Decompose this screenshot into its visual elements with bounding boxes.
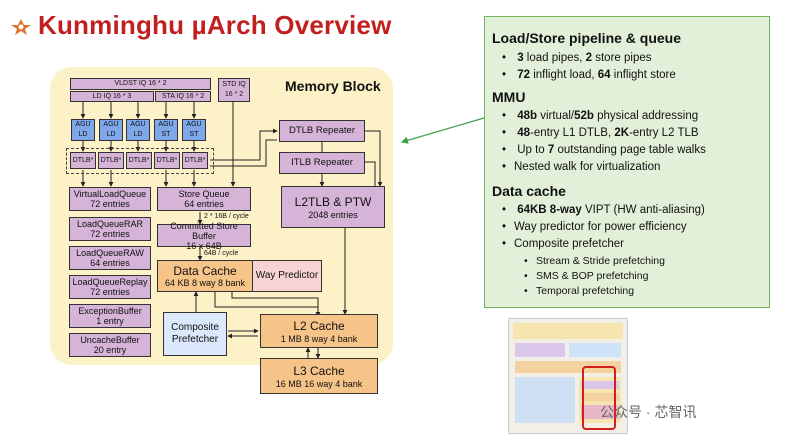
store-queue-bandwidth: 2 * 16B / cycle — [204, 213, 249, 220]
load-queue-raw: LoadQueueRAW 64 entries — [69, 246, 151, 270]
sta-iq: STA IQ 16 * 2 — [155, 91, 211, 102]
l3-cache-desc: 16 MB 16 way 4 bank — [275, 378, 363, 389]
itlb-repeater: ITLB Repeater — [279, 152, 365, 174]
mmu-item-tlb: 48-entry L1 DTLB, 2K-entry L2 TLB — [502, 127, 698, 139]
watermark: 公众号 · 芯智讯 — [600, 404, 697, 420]
memory-block-title: Memory Block — [285, 78, 381, 94]
prefetch-sub-stream: Stream & Stride prefetching — [524, 255, 665, 267]
store-buffer-bandwidth: 64B / cycle — [204, 250, 239, 257]
dtlb-group — [66, 148, 214, 174]
l2-cache-title: L2 Cache — [293, 318, 345, 333]
vldst-iq: VLDST IQ 16 * 2 — [70, 78, 211, 90]
dcache-item-size: 64KB 8-way VIPT (HW anti-aliasing) — [502, 204, 705, 216]
agu-st-1: AGU ST — [154, 119, 178, 141]
l2tlb-desc: 2048 entries — [308, 209, 358, 220]
dtlb-repeater: DTLB Repeater — [279, 120, 365, 142]
mmu-item-nested: Nested walk for virtualization — [502, 161, 660, 173]
dtlb-5: DTLB* — [182, 152, 208, 169]
lsq-item-pipes: 3 load pipes, 2 store pipes — [502, 52, 651, 64]
agu-ld-1: AGU LD — [71, 119, 95, 141]
logo-icon — [11, 19, 31, 35]
architecture-thumbnail — [508, 318, 628, 434]
committed-store-buffer: Committed Store Buffer 16 x 64B — [157, 221, 251, 251]
mmu-item-walks: Up to 7 outstanding page table walks — [502, 144, 706, 156]
l3-cache: L3 Cache 16 MB 16 way 4 bank — [260, 358, 378, 394]
l2tlb-ptw: L2TLB & PTW 2048 entries — [281, 186, 385, 228]
load-queue-rar: LoadQueueRAR 72 entries — [69, 217, 151, 241]
composite-prefetcher: Composite Prefetcher — [163, 312, 227, 356]
uncache-buffer: UncacheBuffer 20 entry — [69, 333, 151, 357]
dcache-item-way-predictor: Way predictor for power efficiency — [502, 221, 687, 233]
way-predictor: Way Predictor — [252, 260, 322, 292]
page-title: Kunminghu µArch Overview — [38, 10, 392, 40]
prefetch-sub-sms: SMS & BOP prefetching — [524, 270, 648, 282]
mmu-item-addressing: 48b virtual/52b physical addressing — [502, 110, 698, 122]
lsq-item-inflight: 72 inflight load, 64 inflight store — [502, 69, 676, 81]
agu-ld-3: AGU LD — [126, 119, 150, 141]
l2-cache: L2 Cache 1 MB 8 way 4 bank — [260, 314, 378, 348]
lsq-heading: Load/Store pipeline & queue — [492, 30, 682, 46]
dcache-heading: Data cache — [492, 183, 566, 199]
l2tlb-title: L2TLB & PTW — [294, 194, 372, 209]
l3-cache-title: L3 Cache — [293, 363, 345, 378]
data-cache: Data Cache 64 KB 8 way 8 bank — [157, 260, 253, 292]
store-queue: Store Queue 64 entries — [157, 187, 251, 211]
data-cache-desc: 64 KB 8 way 8 bank — [164, 277, 246, 288]
exception-buffer: ExceptionBuffer 1 entry — [69, 304, 151, 328]
ld-iq: LD IQ 16 * 3 — [70, 91, 154, 102]
dtlb-2: DTLB* — [98, 152, 124, 169]
mmu-heading: MMU — [492, 89, 526, 105]
dtlb-1: DTLB* — [70, 152, 96, 169]
prefetch-sub-temporal: Temporal prefetching — [524, 285, 634, 297]
dcache-item-prefetcher: Composite prefetcher — [502, 238, 624, 250]
virtual-load-queue: VirtualLoadQueue 72 entries — [69, 187, 151, 211]
data-cache-title: Data Cache — [173, 263, 237, 278]
agu-ld-2: AGU LD — [99, 119, 123, 141]
std-iq: STD IQ 16 * 2 — [218, 78, 250, 102]
dtlb-3: DTLB* — [126, 152, 152, 169]
agu-st-2: AGU ST — [182, 119, 206, 141]
l2-cache-desc: 1 MB 8 way 4 bank — [280, 333, 358, 344]
load-queue-replay: LoadQueueReplay 72 entries — [69, 275, 151, 299]
dtlb-4: DTLB* — [154, 152, 180, 169]
